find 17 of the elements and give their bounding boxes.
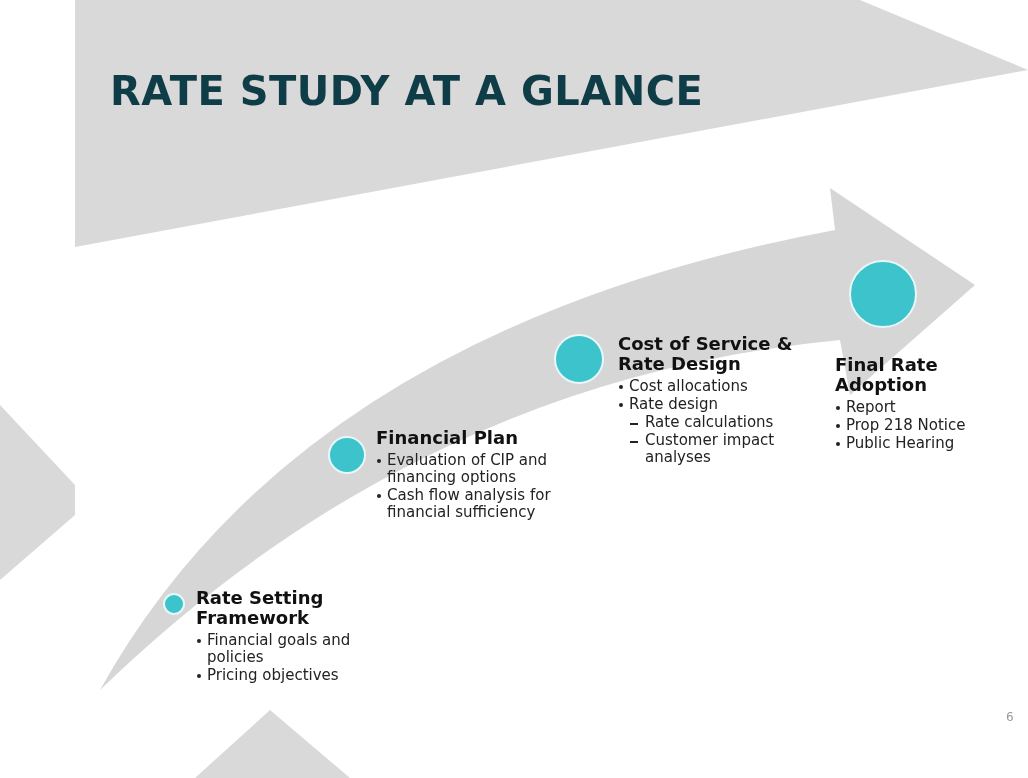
bullet-item: Cost allocations bbox=[618, 378, 804, 395]
bullet-item: Cash flow analysis for financial sufficiency bbox=[376, 487, 586, 521]
bullet-item: Rate design bbox=[618, 396, 804, 413]
slide-title: RATE STUDY AT A GLANCE bbox=[110, 68, 704, 114]
bullet-item: Financial goals and policies bbox=[196, 632, 390, 666]
sub-bullet-item: Customer impact analyses bbox=[618, 432, 804, 466]
sub-bullet-item: Rate calculations bbox=[618, 414, 804, 431]
milestone-heading: Financial Plan bbox=[376, 428, 519, 448]
milestone-heading: Cost of Service & Rate Design bbox=[618, 334, 794, 374]
milestone-heading: Final Rate Adoption bbox=[835, 355, 939, 395]
bullet-item: Public Hearing bbox=[835, 435, 1025, 452]
bullet-item: Evaluation of CIP and financing options bbox=[376, 452, 586, 486]
page-number: 6 bbox=[1006, 710, 1014, 724]
bullet-item: Prop 218 Notice bbox=[835, 417, 1025, 434]
bullet-item: Pricing objectives bbox=[196, 667, 390, 684]
milestone-heading: Rate Setting Framework bbox=[196, 588, 325, 628]
bullet-item: Report bbox=[835, 399, 1025, 416]
